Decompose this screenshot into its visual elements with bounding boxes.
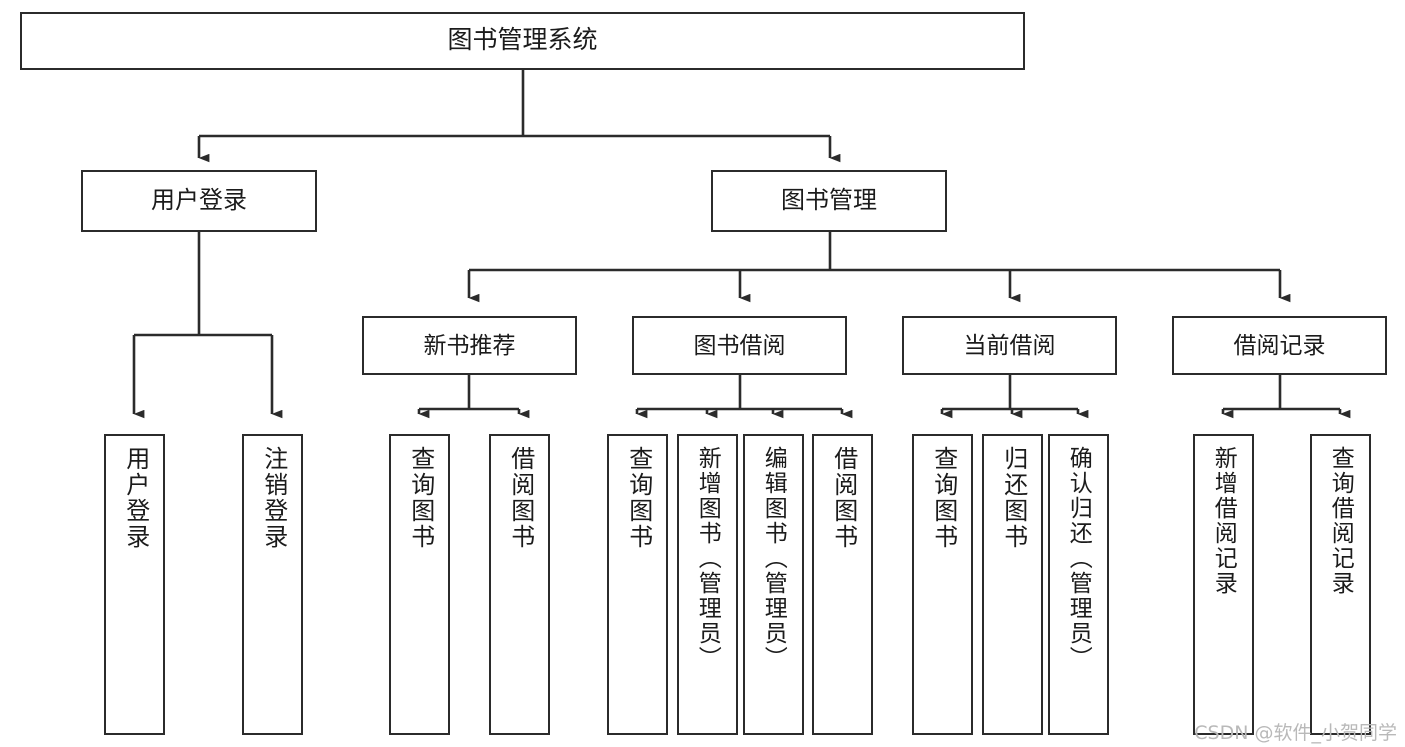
leaf-current-confirm-return[interactable]: 确认归还（管理员） [1048, 434, 1109, 735]
node-current-borrow-label: 当前借阅 [963, 331, 1056, 358]
leaf-new-book-query-label: 查询图书 [406, 446, 434, 550]
node-new-book-recommend[interactable]: 新书推荐 [362, 316, 577, 375]
node-book-borrow[interactable]: 图书借阅 [632, 316, 847, 375]
leaf-current-query-book-label: 查询图书 [929, 446, 957, 550]
node-new-book-recommend-label: 新书推荐 [423, 331, 516, 358]
node-user-login[interactable]: 用户登录 [81, 170, 317, 232]
leaf-user-login-login[interactable]: 用户登录 [104, 434, 165, 735]
leaf-record-query-label: 查询借阅记录 [1328, 446, 1355, 596]
node-book-management-label: 图书管理 [781, 186, 877, 214]
node-root[interactable]: 图书管理系统 [20, 12, 1025, 70]
leaf-current-return-book[interactable]: 归还图书 [982, 434, 1043, 735]
node-user-login-label: 用户登录 [151, 186, 247, 214]
leaf-user-login-logout[interactable]: 注销登录 [242, 434, 303, 735]
leaf-user-login-logout-label: 注销登录 [259, 446, 287, 550]
leaf-borrow-query-book[interactable]: 查询图书 [607, 434, 668, 735]
leaf-new-book-query[interactable]: 查询图书 [389, 434, 450, 735]
node-book-borrow-label: 图书借阅 [693, 331, 786, 358]
leaf-current-confirm-return-label: 确认归还（管理员） [1066, 446, 1093, 671]
node-borrow-record-label: 借阅记录 [1233, 331, 1326, 358]
node-current-borrow[interactable]: 当前借阅 [902, 316, 1117, 375]
leaf-current-query-book[interactable]: 查询图书 [912, 434, 973, 735]
leaf-record-add[interactable]: 新增借阅记录 [1193, 434, 1254, 735]
node-root-label: 图书管理系统 [447, 26, 598, 55]
node-borrow-record[interactable]: 借阅记录 [1172, 316, 1387, 375]
leaf-record-query[interactable]: 查询借阅记录 [1310, 434, 1371, 735]
leaf-borrow-borrow-book-label: 借阅图书 [829, 446, 857, 550]
leaf-borrow-add-book[interactable]: 新增图书（管理员） [677, 434, 738, 735]
leaf-borrow-edit-book[interactable]: 编辑图书（管理员） [743, 434, 804, 735]
leaf-borrow-query-book-label: 查询图书 [624, 446, 652, 550]
leaf-user-login-login-label: 用户登录 [121, 446, 149, 550]
leaf-record-add-label: 新增借阅记录 [1211, 446, 1238, 596]
leaf-borrow-edit-book-label: 编辑图书（管理员） [761, 446, 788, 671]
leaf-new-book-borrow[interactable]: 借阅图书 [489, 434, 550, 735]
leaf-new-book-borrow-label: 借阅图书 [506, 446, 534, 550]
leaf-current-return-book-label: 归还图书 [999, 446, 1027, 550]
leaf-borrow-borrow-book[interactable]: 借阅图书 [812, 434, 873, 735]
watermark: CSDN @软件_小贺同学 [1194, 722, 1397, 744]
node-book-management[interactable]: 图书管理 [711, 170, 947, 232]
leaf-borrow-add-book-label: 新增图书（管理员） [695, 446, 722, 671]
